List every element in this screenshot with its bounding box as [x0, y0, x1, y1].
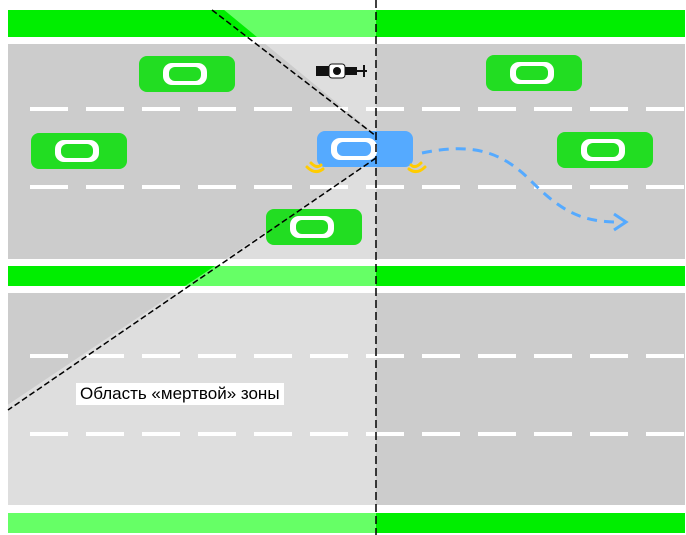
blind-spot-boundaries — [7, 0, 377, 535]
car-icon — [266, 209, 362, 245]
arrow-icon — [613, 212, 629, 232]
other-cars — [31, 55, 653, 245]
own-car — [305, 131, 427, 174]
sensor-wave-icon — [305, 161, 325, 174]
blind-spot-boundary-upper — [211, 9, 377, 137]
car-icon — [486, 55, 582, 91]
trajectory — [421, 147, 629, 232]
blind-spot-boundary-lower — [7, 157, 377, 411]
car-icon — [317, 131, 413, 167]
car-icon — [31, 133, 127, 169]
motorcycle-icon — [316, 63, 367, 79]
blind-spot-label: Область «мертвой» зоны — [76, 383, 284, 405]
sensor-wave-icon — [407, 161, 427, 174]
car-icon — [557, 132, 653, 168]
car-icon — [139, 56, 235, 92]
